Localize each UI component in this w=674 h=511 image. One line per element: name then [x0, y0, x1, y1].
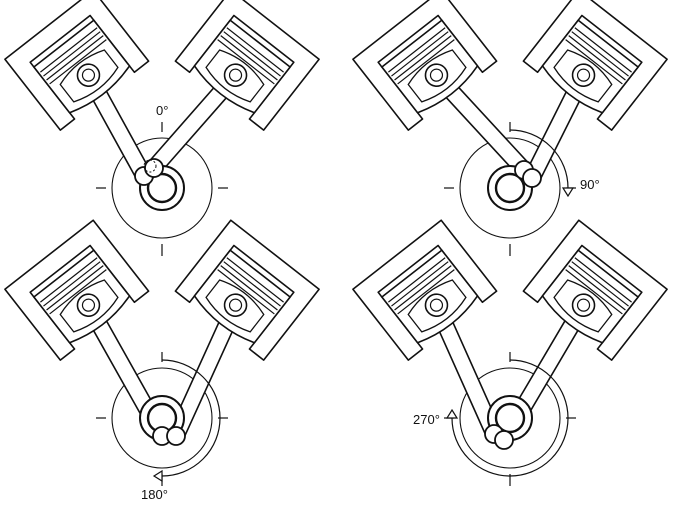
right-90-wrist-pin-inner: [576, 68, 591, 82]
left-180-ring-0: [40, 257, 98, 303]
right-180-ring-3: [217, 269, 275, 315]
right-0-ring-0: [226, 27, 284, 73]
crank-shaft-90: [494, 172, 526, 204]
right-90-ring-2: [568, 35, 626, 81]
left-0-ring-1: [43, 31, 101, 77]
left-0-wrist-pin-inner: [81, 68, 96, 82]
left-90-ring-3: [397, 39, 455, 85]
angle-label-270: 270°: [413, 412, 440, 427]
tdc-marker: [143, 159, 157, 173]
right-0-ring-2: [220, 35, 278, 81]
left-90-ring-2: [394, 35, 452, 81]
panel-0: [4, 0, 320, 256]
rotation-arrow-270: [445, 408, 459, 419]
left-270-cylinder: [352, 219, 498, 361]
left-270-wrist-pin-inner: [429, 298, 444, 312]
right-180-piston: [174, 219, 320, 361]
angle-label-90: 90°: [580, 177, 600, 192]
crank-shaft-0: [146, 172, 178, 204]
right-180-ring-1: [223, 261, 281, 307]
left-270-ring-1: [391, 261, 449, 307]
left-0-cylinder: [4, 0, 150, 131]
left-90-ring-1: [391, 31, 449, 77]
crankpin-right-180: [166, 426, 186, 446]
left-180-wrist-pin-inner: [81, 298, 96, 312]
right-90-ring-1: [571, 31, 629, 77]
left-270-ring-3: [397, 269, 455, 315]
right-270-piston: [522, 219, 668, 361]
left-180-piston: [4, 219, 150, 361]
crankpin-right-90: [522, 168, 542, 188]
right-270-ring-2: [568, 265, 626, 311]
right-0-piston: [174, 0, 320, 131]
left-90-piston: [352, 0, 498, 131]
angle-label-180: 180°: [141, 487, 168, 502]
left-0-ring-0: [40, 27, 98, 73]
left-270-ring-0: [388, 257, 446, 303]
crank-shaft-270: [494, 402, 526, 434]
right-0-ring-1: [223, 31, 281, 77]
left-270-ring-2: [394, 265, 452, 311]
right-90-cylinder: [522, 0, 668, 131]
right-270-cylinder: [522, 219, 668, 361]
left-0-ring-3: [49, 39, 107, 85]
right-90-ring-3: [565, 39, 623, 85]
crankpin-right-0: [144, 158, 164, 178]
left-0-ring-2: [46, 35, 104, 81]
panel-270: [352, 219, 668, 486]
right-180-wrist-pin-inner: [228, 298, 243, 312]
left-0-piston: [4, 0, 150, 131]
right-180-ring-2: [220, 265, 278, 311]
angle-label-0: 0°: [156, 103, 169, 118]
right-90-ring-0: [574, 27, 632, 73]
rotation-arc-270: [451, 359, 569, 477]
rotation-arrow-180: [152, 469, 163, 483]
right-90-piston: [522, 0, 668, 131]
left-90-wrist-pin-inner: [429, 68, 444, 82]
left-180-cylinder: [4, 219, 150, 361]
right-180-ring-0: [226, 257, 284, 303]
right-270-ring-1: [571, 261, 629, 307]
rotation-arrow-90: [561, 187, 575, 198]
left-180-ring-1: [43, 261, 101, 307]
left-180-ring-3: [49, 269, 107, 315]
left-270-piston: [352, 219, 498, 361]
crankpin-right-270: [494, 430, 514, 450]
right-270-ring-3: [565, 269, 623, 315]
left-90-ring-0: [388, 27, 446, 73]
rotation-arc-180: [161, 359, 221, 477]
right-270-wrist-pin-inner: [576, 298, 591, 312]
left-90-cylinder: [352, 0, 498, 131]
panel-90: [352, 0, 668, 256]
rotation-arc-90: [509, 129, 569, 189]
right-180-cylinder: [174, 219, 320, 361]
right-0-ring-3: [217, 39, 275, 85]
right-0-wrist-pin-inner: [228, 68, 243, 82]
left-180-ring-2: [46, 265, 104, 311]
panel-180: [4, 219, 320, 486]
right-0-cylinder: [174, 0, 320, 131]
right-270-ring-0: [574, 257, 632, 303]
